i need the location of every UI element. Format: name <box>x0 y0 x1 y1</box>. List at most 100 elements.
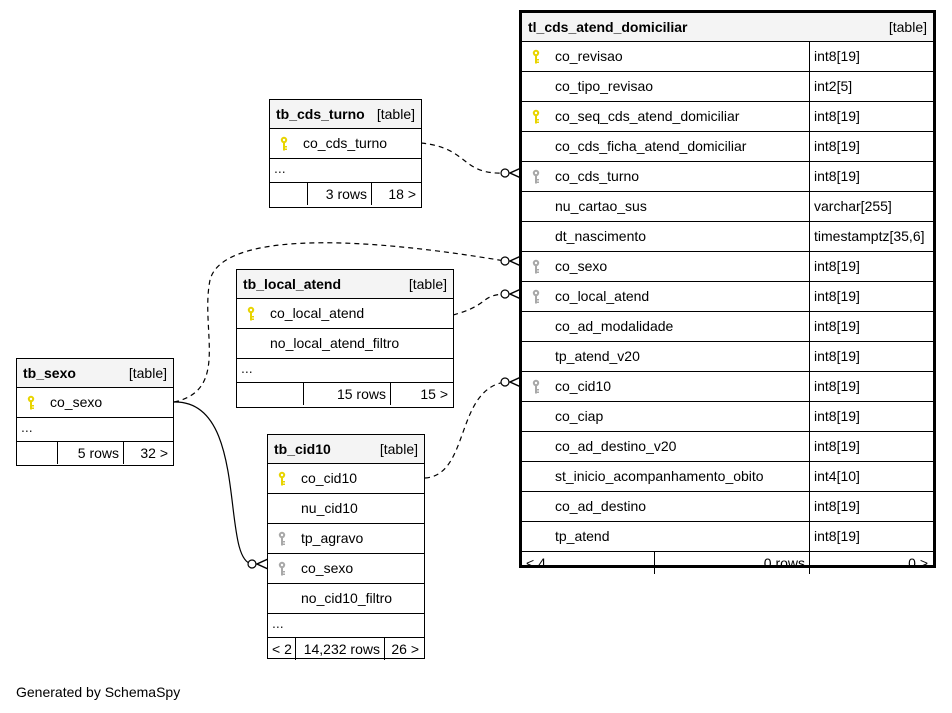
parents-count[interactable]: < 2 <box>268 638 296 660</box>
column-row[interactable]: co_sexo <box>268 554 424 584</box>
table-sexo-kind: [table] <box>128 365 167 381</box>
table-sexo-name: tb_sexo <box>23 365 76 381</box>
table-local-kind: [table] <box>408 276 447 292</box>
table-local[interactable]: tb_local_atend [table] co_local_atend no_… <box>236 269 454 408</box>
link-turno <box>420 142 506 174</box>
table-local-name: tb_local_atend <box>243 276 342 292</box>
table-main[interactable]: tl_cds_atend_domiciliar [table] co_revis… <box>519 10 936 574</box>
row-count: 3 rows <box>308 183 372 205</box>
foreign-key-icon <box>531 259 541 275</box>
link-sexo-cid10-end <box>247 559 257 569</box>
column-name: tp_agravo <box>301 530 364 546</box>
children-count[interactable]: 15 > <box>420 386 448 402</box>
column-name: dt_nascimento <box>555 228 647 244</box>
table-cid10-header: tb_cid10 [table] <box>268 435 424 464</box>
column-row[interactable]: co_sexo int8[19] <box>522 252 933 282</box>
column-type: int8[19] <box>809 162 933 191</box>
column-row[interactable]: no_local_atend_filtro <box>237 329 453 359</box>
table-local-rows: co_local_atend no_local_atend_filtro <box>237 299 453 359</box>
link-cid10-crow <box>508 376 522 388</box>
column-row[interactable]: co_revisao int8[19] <box>522 42 933 72</box>
table-main-kind: [table] <box>888 19 927 35</box>
row-count: 14,232 rows <box>296 638 385 660</box>
column-name: st_inicio_acompanhamento_obito <box>555 468 764 484</box>
column-name: co_cds_ficha_atend_domiciliar <box>555 138 747 154</box>
column-name: tp_atend_v20 <box>555 348 640 364</box>
foreign-key-icon <box>531 289 541 305</box>
primary-key-icon <box>531 49 541 65</box>
column-name: no_cid10_filtro <box>301 590 393 606</box>
table-cid10[interactable]: tb_cid10 [table] co_cid10 nu_cid10 tp_agra… <box>267 434 425 660</box>
children-count[interactable]: 32 > <box>140 445 168 461</box>
primary-key-icon <box>277 471 287 487</box>
children-count[interactable]: 0 > <box>908 555 928 571</box>
column-type: int4[10] <box>809 462 933 491</box>
column-name: co_cid10 <box>301 470 358 486</box>
table-turno-more: ... <box>270 159 421 183</box>
column-name: co_ad_modalidade <box>555 318 674 334</box>
children-count[interactable]: 26 > <box>391 641 419 657</box>
table-cid10-more: ... <box>268 614 424 638</box>
column-name: co_sexo <box>301 560 354 576</box>
column-row[interactable]: co_cds_ficha_atend_domiciliar int8[19] <box>522 132 933 162</box>
parents-count[interactable]: < 4 <box>522 552 655 574</box>
column-row[interactable]: co_local_atend <box>237 299 453 329</box>
column-name: co_revisao <box>555 48 623 64</box>
column-name: co_ad_destino_v20 <box>555 438 677 454</box>
column-row[interactable]: nu_cid10 <box>268 494 424 524</box>
column-type: int8[19] <box>809 132 933 161</box>
column-type: int8[19] <box>809 522 933 551</box>
link-sexo-main-end <box>500 256 510 266</box>
column-name: tp_atend <box>555 528 610 544</box>
column-row[interactable]: co_cds_turno <box>270 129 421 159</box>
foreign-key-icon <box>531 379 541 395</box>
column-name: co_local_atend <box>555 288 650 304</box>
column-row[interactable]: st_inicio_acompanhamento_obito int4[10] <box>522 462 933 492</box>
column-type: int8[19] <box>809 492 933 521</box>
column-name: nu_cid10 <box>301 500 358 516</box>
column-name: co_cds_turno <box>303 135 388 151</box>
table-turno[interactable]: tb_cds_turno [table] co_cds_turno ... 3 … <box>269 99 422 208</box>
column-name: no_local_atend_filtro <box>270 335 400 351</box>
primary-key-icon <box>531 109 541 125</box>
column-row[interactable]: tp_atend int8[19] <box>522 522 933 552</box>
column-row[interactable]: co_cid10 <box>268 464 424 494</box>
generated-by-label: Generated by SchemaSpy <box>16 684 181 700</box>
column-row[interactable]: co_sexo <box>17 388 173 418</box>
link-cid10 <box>424 381 506 479</box>
link-local-end <box>500 289 510 299</box>
foreign-key-icon <box>531 169 541 185</box>
table-main-footer: < 4 0 rows 0 > <box>522 552 933 574</box>
column-type: int8[19] <box>809 42 933 71</box>
table-local-more: ... <box>237 359 453 383</box>
column-row[interactable]: no_cid10_filtro <box>268 584 424 614</box>
column-type: int8[19] <box>809 252 933 281</box>
table-main-header: tl_cds_atend_domiciliar [table] <box>522 13 933 42</box>
column-name: co_ciap <box>555 408 604 424</box>
parents-count <box>270 183 308 205</box>
row-count: 15 rows <box>304 383 391 405</box>
table-turno-header: tb_cds_turno [table] <box>270 100 421 129</box>
children-count[interactable]: 18 > <box>388 186 416 202</box>
column-row[interactable]: tp_agravo <box>268 524 424 554</box>
link-sexo-cid10 <box>173 401 253 565</box>
column-name: co_sexo <box>555 258 608 274</box>
table-sexo[interactable]: tb_sexo [table] co_sexo ... 5 rows 32 > <box>16 358 174 466</box>
foreign-key-icon <box>277 561 287 577</box>
link-local <box>452 293 506 316</box>
table-main-name: tl_cds_atend_domiciliar <box>528 19 688 35</box>
column-type: varchar[255] <box>809 192 933 221</box>
